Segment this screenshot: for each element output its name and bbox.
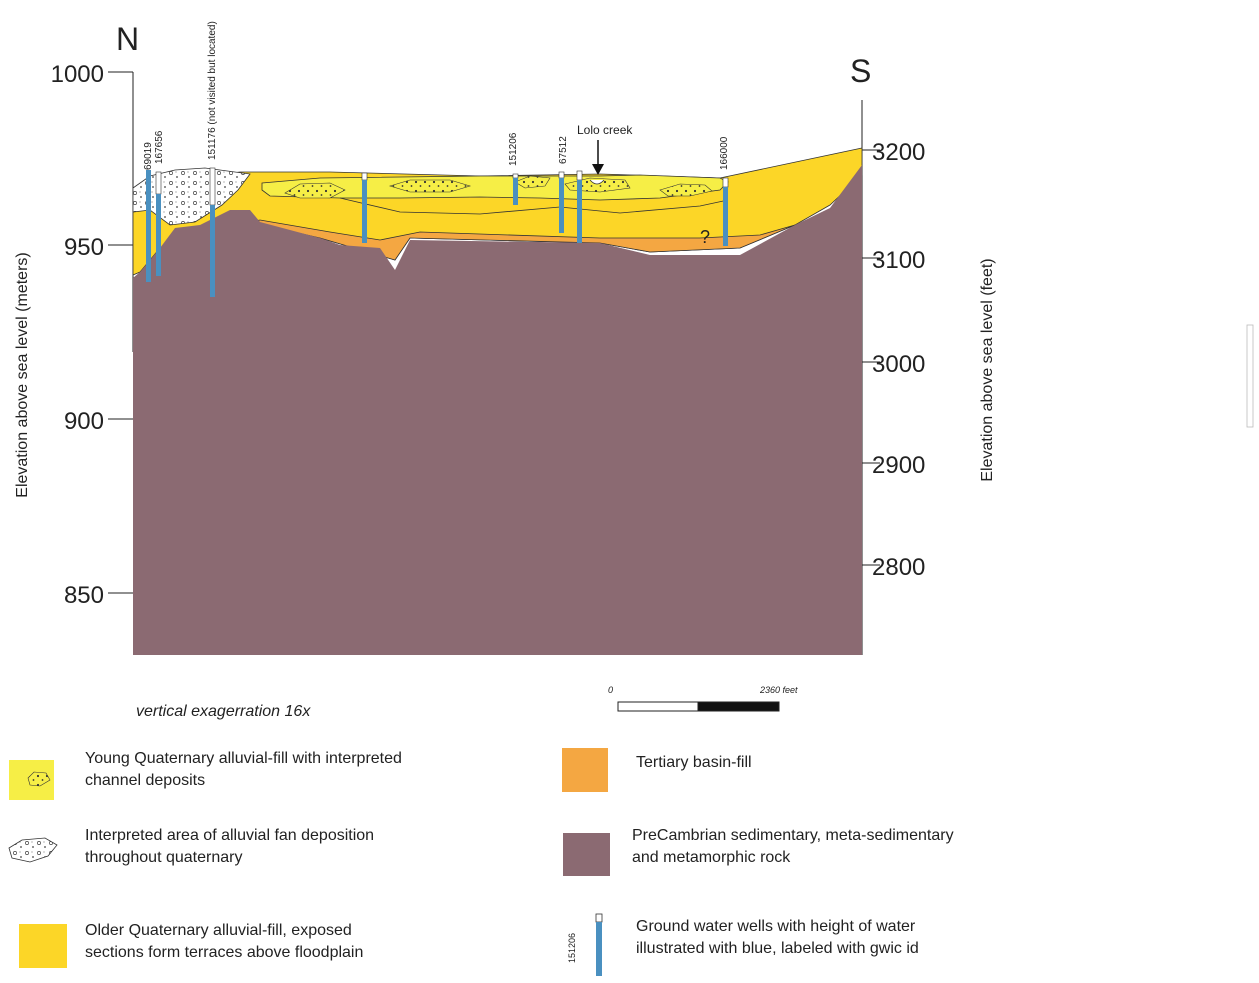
swatch-older-quaternary — [19, 924, 67, 968]
well-label: 67512 — [558, 136, 569, 164]
legend-wells-line2: illustrated with blue, labeled with gwic… — [636, 940, 919, 957]
well-label: 151206 — [508, 132, 519, 166]
swatch-well-water — [596, 922, 602, 976]
legend-wells: Ground water wells with height of water … — [636, 916, 919, 960]
right-tick-3100: 3100 — [872, 247, 925, 274]
well-casing — [209, 167, 216, 206]
legend-alluvial-fan: Interpreted area of alluvial fan deposit… — [85, 825, 374, 869]
well-label: 167656 — [154, 130, 165, 164]
legend-swatches: 151206 — [8, 748, 610, 976]
well-casing — [722, 177, 729, 188]
well-water-column — [210, 205, 215, 297]
scale-end-label: 2360 feet — [759, 685, 798, 695]
swatch-well-top — [595, 913, 603, 923]
well-casing — [155, 171, 162, 195]
creek-arrow-icon — [592, 164, 604, 175]
left-tick-1000: 1000 — [51, 61, 104, 88]
south-label: S — [850, 53, 871, 89]
scale-start-label: 0 — [608, 685, 613, 695]
well-water-column — [513, 178, 518, 205]
left-axis: 1000 950 900 850 Elevation above sea lev… — [14, 61, 134, 609]
legend-older-quaternary-line2: sections form terraces above floodplain — [85, 944, 364, 961]
channel-deposits — [284, 175, 713, 199]
well-casing — [512, 173, 519, 179]
legend-precambrian-line1: PreCambrian sedimentary, meta-sedimentar… — [632, 827, 954, 844]
exaggeration-note: vertical exagerration 16x — [136, 703, 311, 720]
well-label: 151176 (not visited but located) — [207, 21, 218, 160]
left-tick-950: 950 — [64, 234, 104, 261]
swatch-well-id: 151206 — [567, 933, 577, 963]
well-water-column — [559, 178, 564, 233]
legend-precambrian: PreCambrian sedimentary, meta-sedimentar… — [632, 825, 954, 869]
well-water-column — [723, 187, 728, 246]
creek-channel — [589, 179, 605, 185]
well-water-column — [156, 194, 161, 276]
tertiary-layer — [249, 219, 796, 261]
legend-alluvial-fan-line2: throughout quaternary — [85, 849, 243, 866]
right-tick-2800: 2800 — [872, 554, 925, 581]
legend-alluvial-fan-line1: Interpreted area of alluvial fan deposit… — [85, 827, 375, 844]
well-casing — [361, 172, 368, 181]
legend-young-quaternary: Young Quaternary alluvial-fill with inte… — [85, 748, 402, 792]
legend-wells-line1: Ground water wells with height of water — [636, 918, 916, 935]
left-tick-900: 900 — [64, 408, 104, 435]
creek-label: Lolo creek — [577, 123, 633, 137]
well-water-column — [362, 180, 367, 243]
well-casing — [576, 170, 583, 181]
legend-young-quaternary-line2: channel deposits — [85, 772, 206, 789]
well-water-column — [146, 170, 151, 282]
right-tick-3200: 3200 — [872, 139, 925, 166]
north-label: N — [116, 21, 139, 57]
legend-young-quaternary-line1: Young Quaternary alluvial-fill with inte… — [85, 750, 402, 767]
swatch-alluvial-fan — [8, 837, 58, 863]
legend-tertiary-line1: Tertiary basin-fill — [636, 754, 752, 771]
stray-tick-strip — [1246, 324, 1254, 428]
legend-older-quaternary-line1: Older Quaternary alluvial-fill, exposed — [85, 922, 352, 939]
well-water-column — [577, 180, 582, 243]
right-tick-3000: 3000 — [872, 351, 925, 378]
uncertain-mark: ? — [700, 227, 710, 247]
well-label: 166000 — [719, 136, 730, 170]
swatch-precambrian — [563, 833, 610, 876]
well-label: 69019 — [143, 142, 154, 170]
right-tick-2900: 2900 — [872, 452, 925, 479]
left-tick-850: 850 — [64, 582, 104, 609]
right-axis: 3200 3100 3000 2900 2800 Elevation above… — [861, 100, 996, 655]
right-axis-label: Elevation above sea level (feet) — [979, 258, 996, 481]
legend-tertiary: Tertiary basin-fill — [636, 752, 752, 774]
scale-bar: 0 2360 feet — [608, 685, 798, 712]
legend-older-quaternary: Older Quaternary alluvial-fill, exposed … — [85, 920, 363, 964]
left-axis-label: Elevation above sea level (meters) — [14, 252, 31, 497]
precambrian-layer — [133, 165, 862, 655]
legend-precambrian-line2: and metamorphic rock — [632, 849, 791, 866]
swatch-tertiary — [562, 748, 608, 792]
well-casing — [558, 171, 565, 179]
